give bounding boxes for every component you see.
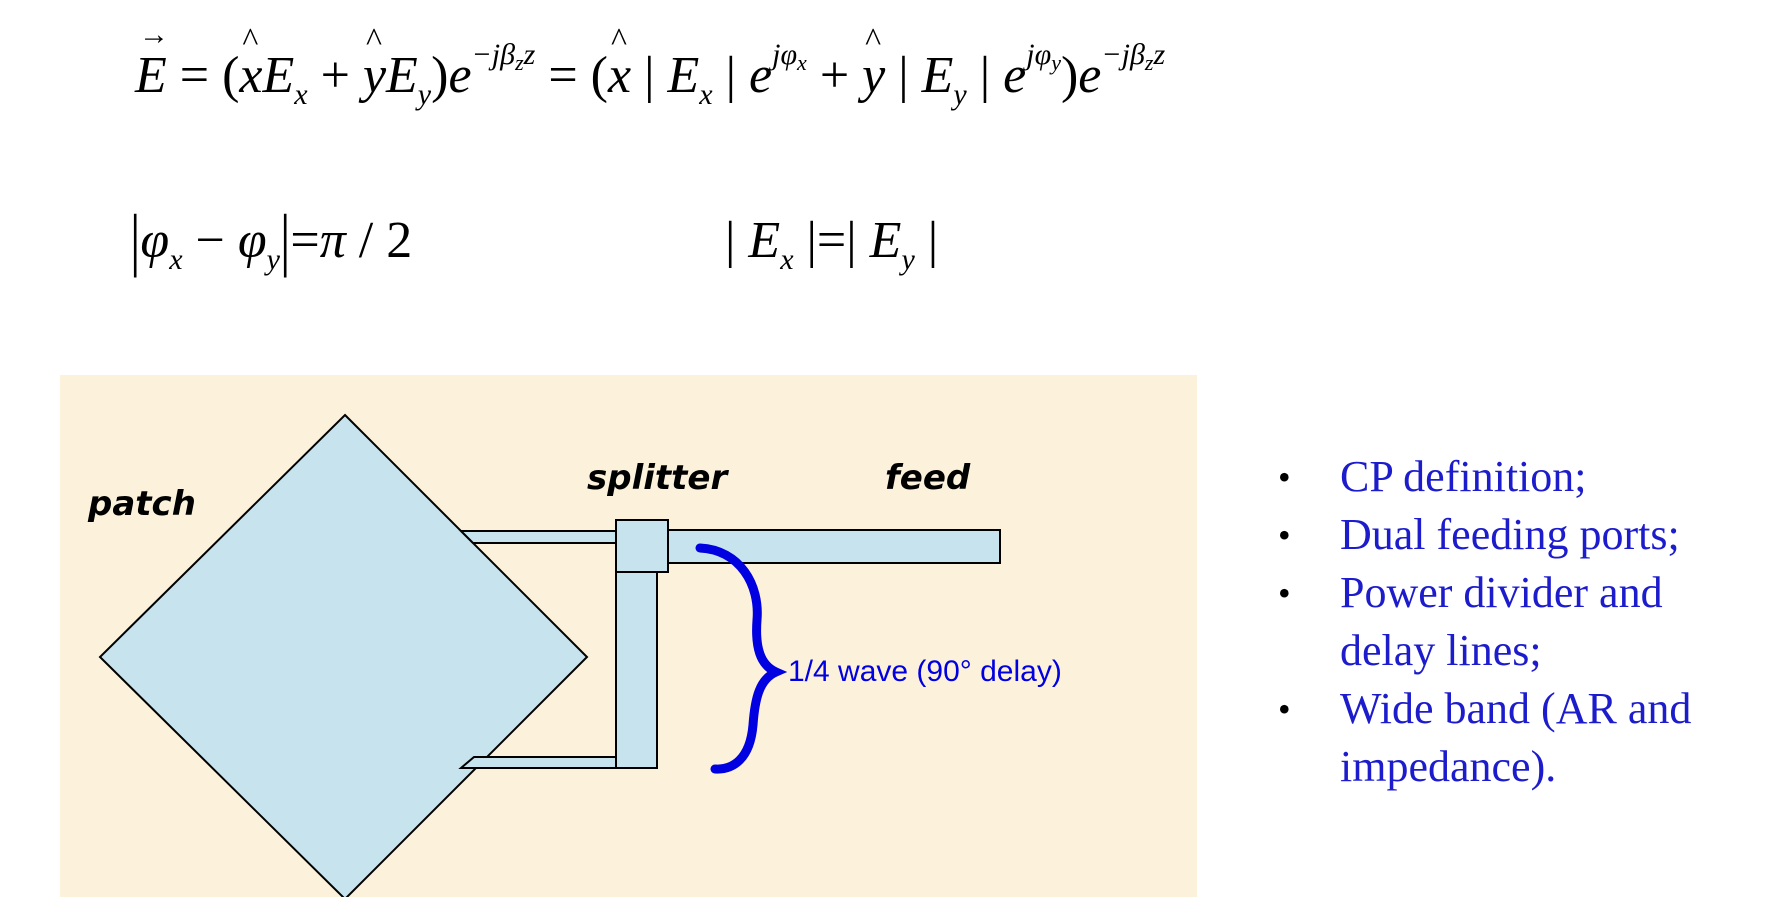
bullet-item: • Dual feeding ports; — [1260, 506, 1780, 564]
bullet-item: • Wide band (AR and impedance). — [1260, 680, 1780, 796]
lower-feed-line — [458, 756, 617, 769]
bullet-dot-icon: • — [1278, 457, 1291, 497]
splitter-label: splitter — [587, 458, 729, 498]
bullet-item: • Power divider and delay lines; — [1260, 564, 1780, 680]
bullet-text-line: delay lines; — [1340, 626, 1542, 675]
bullet-text-line: CP definition; — [1340, 452, 1587, 501]
bullet-item: • CP definition; — [1260, 448, 1780, 506]
amplitude-condition-equation: | Ex |=| Ey | — [725, 212, 939, 276]
cp-patch-diagram: patch splitter feed 1/4 wave (90° delay) — [60, 375, 1197, 897]
patch-label: patch — [87, 484, 196, 524]
quarter-wave-label: 1/4 wave (90° delay) — [788, 655, 1062, 688]
bullet-text-line: Wide band (AR and — [1340, 684, 1692, 733]
feed-label: feed — [885, 458, 971, 498]
phase-condition-equation: |φx − φy|=π / 2 — [130, 201, 413, 279]
feature-bullet-list: • CP definition; • Dual feeding ports; • Powe… — [1260, 448, 1780, 796]
bullet-dot-icon: • — [1278, 515, 1291, 555]
bullet-text-line: impedance). — [1340, 742, 1557, 791]
bullet-text-line: Power divider and — [1340, 568, 1663, 617]
e-vector-symbol: E — [135, 20, 169, 102]
splitter-box — [615, 519, 669, 573]
bullet-text-line: Dual feeding ports; — [1340, 510, 1680, 559]
bullet-dot-icon: • — [1278, 689, 1291, 729]
delay-line-vertical — [615, 571, 658, 769]
upper-feed-line — [458, 530, 617, 544]
bullet-dot-icon: • — [1278, 573, 1291, 613]
field-equation: E = (xEx + yEy)e−jβzz = (x | Ex | ejφx +… — [135, 20, 1165, 110]
quarter-wave-brace — [695, 543, 788, 774]
